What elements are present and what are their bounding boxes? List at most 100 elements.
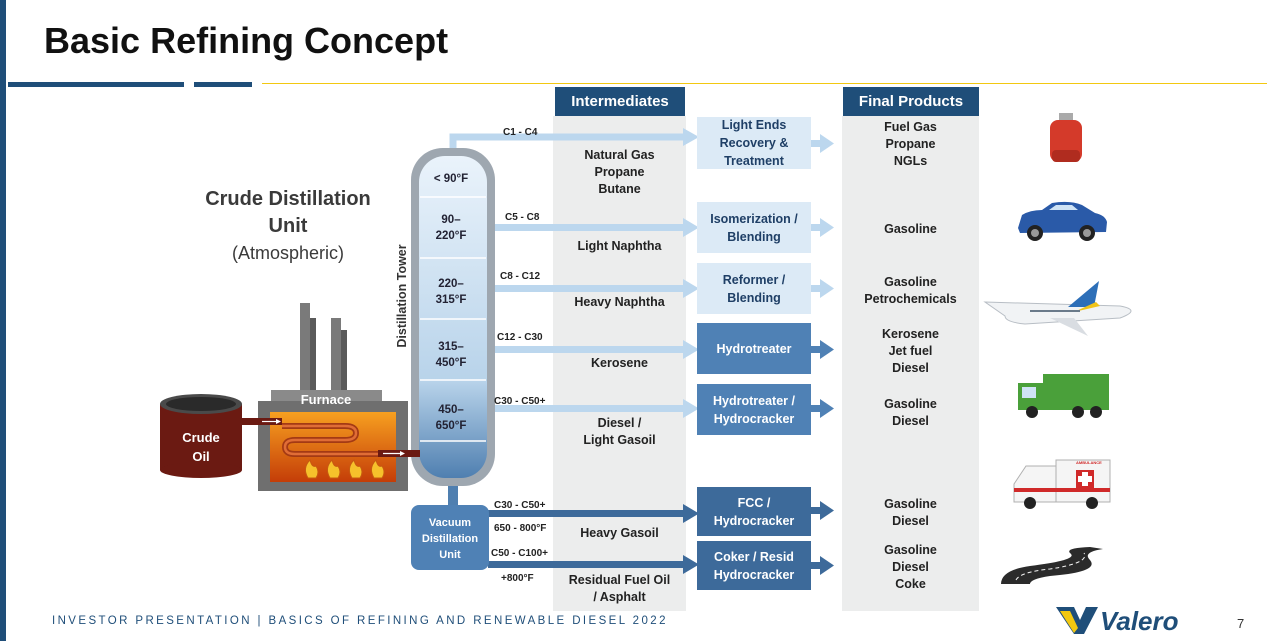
crude-oil-label-line2: Oil (192, 449, 210, 464)
carbon-label-5: C30 - C50+ (494, 396, 546, 407)
product-4-line3: Diesel (892, 361, 929, 375)
temp-label-4-line2: 450°F (435, 357, 467, 369)
intermediate-2-line1: Light Naphtha (577, 239, 662, 253)
carbon-label-4: C12 - C30 (497, 332, 543, 343)
intermediate-7-line1: Residual Fuel Oil (568, 573, 671, 587)
product-5-line1: Gasoline (884, 397, 937, 411)
page-number: 7 (1237, 616, 1245, 631)
process-box-5-line2: Hydrocracker (713, 411, 795, 426)
unit-label-line3: (Atmospheric) (231, 243, 345, 263)
road-icon (1001, 547, 1103, 584)
intermediates-header: Intermediates (555, 87, 685, 116)
vacuum-temp-label-1: 650 - 800°F (494, 523, 547, 534)
intermediate-7-line2: / Asphalt (593, 590, 646, 604)
product-7-line2: Diesel (892, 560, 929, 574)
arrow-vacuum-lower (488, 555, 699, 574)
temp-label-3-line1: 220– (438, 278, 464, 290)
arrow-process-3 (811, 279, 834, 298)
temp-label-1-line1: < 90°F (433, 173, 469, 185)
product-1-line3: NGLs (893, 154, 928, 168)
crude-oil-label-line1: Crude (182, 430, 220, 445)
arrow-c30-c50 (470, 399, 699, 418)
temp-label-2-line1: 90– (441, 214, 461, 226)
carbon-label-3: C8 - C12 (500, 271, 541, 282)
intermediate-5-line1: Diesel / (597, 416, 642, 430)
process-box-2-line1: Isomerization / (710, 211, 798, 226)
intermediate-3: Heavy Naphtha (553, 294, 686, 311)
process-box-3-line1: Reformer / (722, 272, 786, 287)
process-box-3: Reformer / Blending (697, 263, 811, 314)
vacuum-unit-label-line2: Distillation (421, 533, 479, 545)
arrow-process-2 (811, 218, 834, 237)
temp-label-2: 90–220°F (426, 212, 476, 244)
garbage-truck-icon (1018, 374, 1109, 418)
arrow-process-6 (811, 501, 834, 520)
process-box-5: Hydrotreater /Hydrocracker (697, 384, 811, 435)
product-2-line1: Gasoline (884, 222, 937, 236)
product-4-line2: Jet fuel (888, 344, 933, 358)
intermediate-5: Diesel / Light Gasoil (553, 415, 686, 449)
product-6-line2: Diesel (892, 514, 929, 528)
arrow-c12-c30 (470, 340, 699, 359)
vacuum-unit-label-line3: Unit (439, 549, 461, 561)
title-underline (8, 82, 184, 87)
intermediate-6: Heavy Gasoil (553, 525, 686, 542)
temp-label-4: 315– 450°F (426, 339, 476, 371)
process-box-7-line1: Coker / Resid (714, 549, 794, 564)
product-3-line2: Petrochemicals (864, 292, 957, 306)
tower-to-vacuum-pipe (448, 482, 458, 506)
vacuum-unit-label: Vacuum Distillation Unit (411, 515, 489, 563)
vacuum-unit-label-line1: Vacuum (428, 517, 472, 529)
intermediate-4-line1: Kerosene (591, 356, 648, 370)
footer-text: INVESTOR PRESENTATION | BASICS OF REFINI… (52, 615, 668, 627)
arrow-c1-c4 (449, 128, 699, 152)
carbon-label-1: C1 - C4 (503, 127, 538, 138)
process-box-3-line2: Blending (727, 290, 781, 305)
process-box-2: Isomerization / Blending (697, 202, 811, 253)
process-box-4-line1: Hydrotreater (716, 341, 792, 356)
unit-label-line2: Unit (268, 215, 308, 237)
process-box-1-line3: Treatment (724, 154, 784, 168)
intermediate-3-line1: Heavy Naphtha (574, 295, 665, 309)
temp-label-1: < 90°F (426, 171, 476, 187)
intermediate-5-line2: Light Gasoil (583, 433, 656, 447)
left-edge-bar (0, 0, 6, 641)
airplane-icon (983, 281, 1132, 336)
product-7-line1: Gasoline (884, 543, 937, 557)
crude-oil-tank (160, 394, 242, 478)
product-1-line2: Propane (885, 137, 936, 151)
process-box-6-line1: FCC / (737, 495, 771, 510)
temp-label-5: 450– 650°F (426, 402, 476, 434)
arrow-vacuum-upper (488, 504, 699, 523)
intermediate-4: Kerosene (553, 355, 686, 372)
temp-label-5-line2: 650°F (435, 420, 467, 432)
car-icon (1018, 201, 1107, 241)
propane-tank-icon (1050, 113, 1082, 162)
arrow-c5-c8 (470, 218, 699, 237)
vacuum-unit-box (411, 505, 489, 570)
temp-label-4-line1: 315– (438, 341, 464, 353)
process-box-4: Hydrotreater (697, 323, 811, 374)
product-6-line1: Gasoline (884, 497, 937, 511)
arrow-process-4 (811, 340, 834, 359)
title-underline-2 (194, 82, 252, 87)
process-box-2-line2: Blending (727, 229, 781, 244)
carbon-label-7: C50 - C100+ (491, 548, 548, 559)
arrow-process-5 (811, 399, 834, 418)
ambulance-text: AMBULANCE (1076, 460, 1102, 465)
product-7-line3: Coke (895, 577, 926, 591)
distillation-tower (411, 148, 495, 486)
crude-oil-label: Crude Oil (160, 428, 242, 466)
product-4-line1: Kerosene (882, 327, 939, 341)
tower-label: Distillation Tower (395, 244, 409, 348)
temp-label-5-line1: 450– (438, 404, 464, 416)
product-3-line1: Gasoline (884, 275, 937, 289)
